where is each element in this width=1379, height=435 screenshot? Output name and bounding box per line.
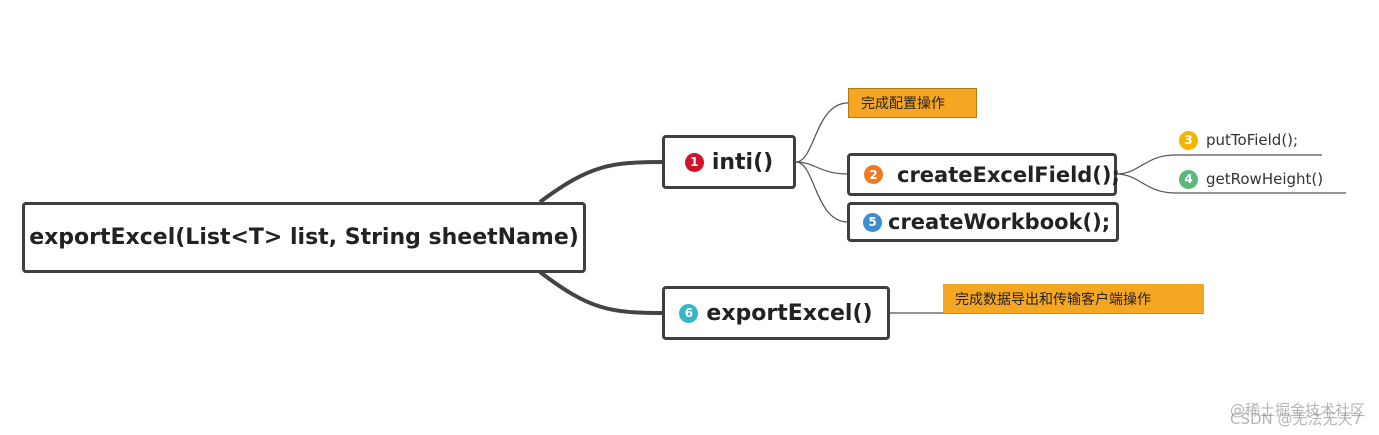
put-to-field-label: putToField(); xyxy=(1206,131,1299,149)
create-workbook-label: createWorkbook(); xyxy=(888,210,1111,234)
root-node[interactable]: exportExcel(List<T> list, String sheetNa… xyxy=(22,202,586,273)
number-4-icon: 4 xyxy=(1179,169,1198,189)
root-label: exportExcel(List<T> list, String sheetNa… xyxy=(29,225,579,250)
number-6-icon: 6 xyxy=(679,303,699,323)
get-row-height-label: getRowHeight() xyxy=(1206,170,1324,188)
create-excel-field-label: createExcelField(); xyxy=(897,162,1120,187)
number-3-icon: 3 xyxy=(1179,130,1198,150)
get-row-height-leaf[interactable]: 4 getRowHeight() xyxy=(1179,168,1323,190)
connector-root-export xyxy=(538,270,665,315)
connector-inti-workbook xyxy=(795,161,849,223)
config-note: 完成配置操作 xyxy=(848,88,977,118)
export-note-text: 完成数据导出和传输客户端操作 xyxy=(955,291,1151,308)
export-excel-label: exportExcel() xyxy=(706,300,873,326)
connector-root-inti xyxy=(538,160,665,204)
inti-node[interactable]: 1 inti() xyxy=(662,135,796,189)
inti-label: inti() xyxy=(711,149,774,175)
connector-field-getrowheight xyxy=(1115,173,1346,194)
number-1-icon: 1 xyxy=(684,152,704,172)
connector-field-puttofield xyxy=(1115,154,1322,175)
export-excel-node[interactable]: 6 exportExcel() xyxy=(662,286,890,340)
create-excel-field-node[interactable]: 2 createExcelField(); xyxy=(847,153,1120,196)
watermark-line-2: CSDN @无法无天7 xyxy=(1229,410,1363,428)
connector-inti-field xyxy=(795,161,849,175)
number-5-icon: 5 xyxy=(863,212,882,232)
watermark-line-1: @稀土掘金技术社区 xyxy=(1229,401,1365,419)
connector-inti-note xyxy=(795,102,849,163)
number-2-icon: 2 xyxy=(864,165,883,184)
create-workbook-node[interactable]: 5 createWorkbook(); xyxy=(847,202,1119,242)
watermark: @稀土掘金技术社区 CSDN @无法无天7 xyxy=(1230,403,1365,427)
export-note: 完成数据导出和传输客户端操作 xyxy=(943,284,1204,313)
put-to-field-leaf[interactable]: 3 putToField(); xyxy=(1179,129,1298,151)
config-note-text: 完成配置操作 xyxy=(861,96,945,112)
